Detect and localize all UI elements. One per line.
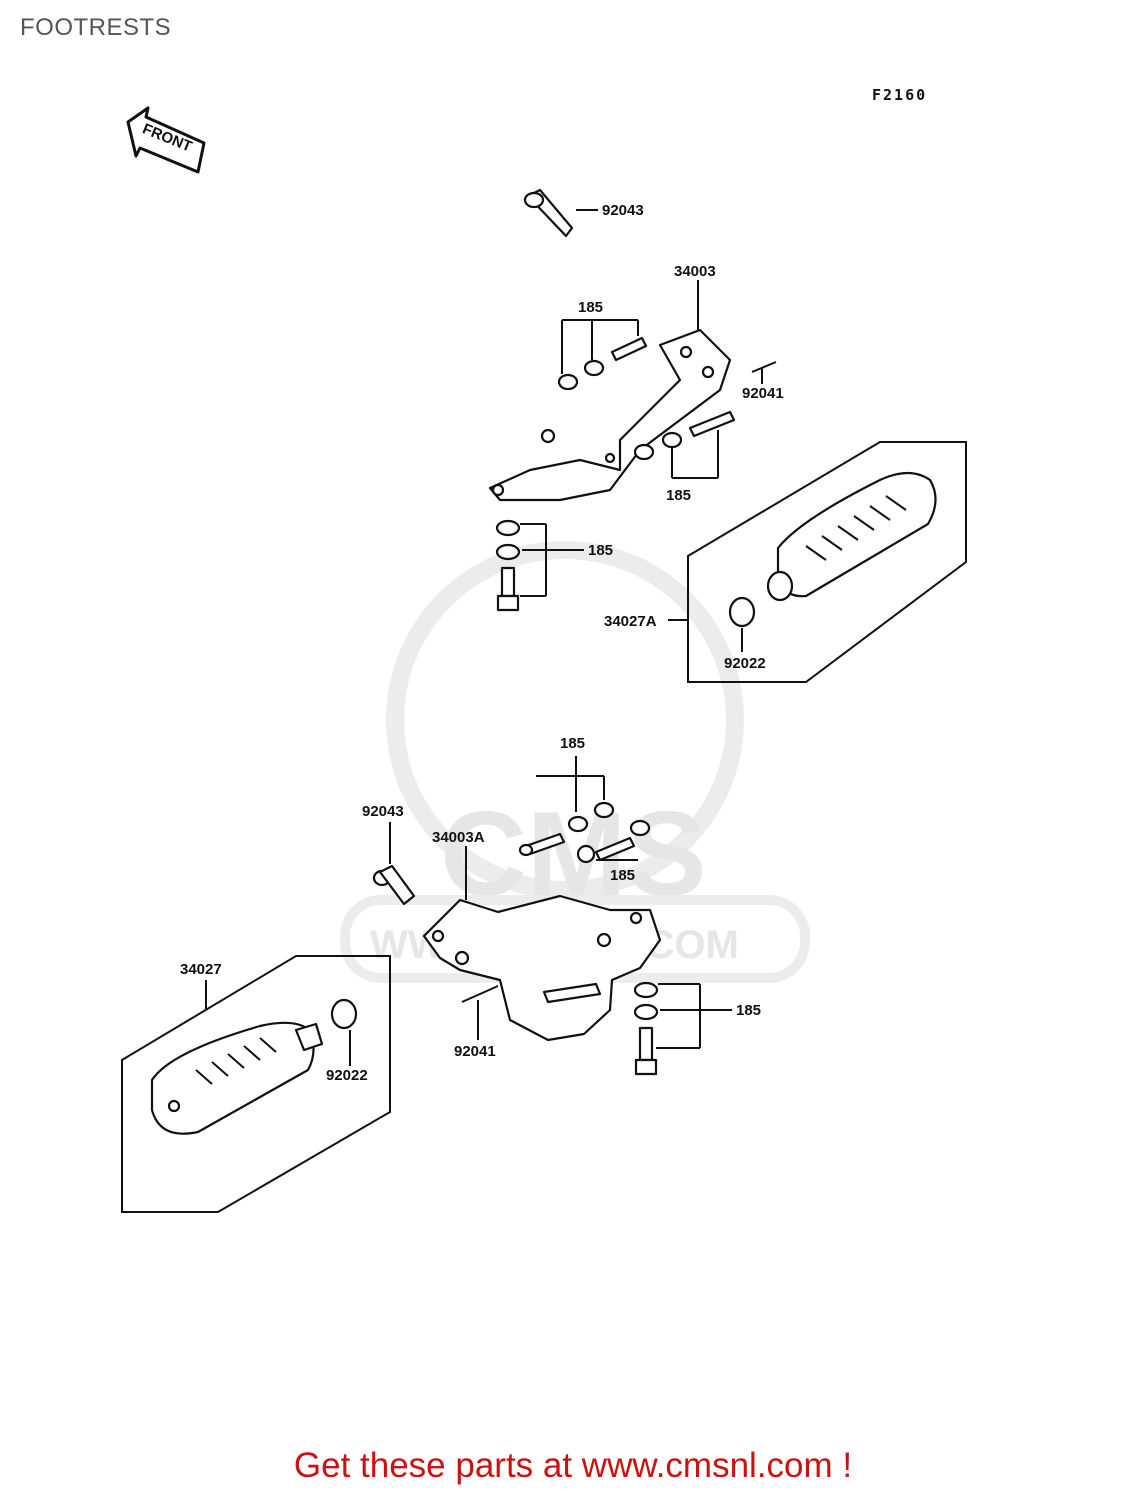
washer-group-lower-c — [633, 981, 732, 1076]
label-footrest-lower: 34027 — [180, 961, 222, 978]
front-arrow-icon: FRONT — [126, 106, 206, 174]
label-washer-plate-lower: 92022 — [326, 1067, 368, 1084]
label-washer-upper-a: 185 — [578, 299, 603, 316]
washer-group-lower-a — [518, 756, 651, 864]
washer-group-upper-b — [633, 410, 736, 479]
diagram-code: F2160 — [872, 86, 927, 104]
bracket-upper — [488, 280, 732, 502]
bracket-lower — [422, 846, 662, 1042]
washer-group-upper-a — [557, 319, 648, 391]
page-title: FOOTRESTS — [20, 14, 172, 41]
label-washer-lower-a: 185 — [560, 735, 585, 752]
cotter-pin-upper — [751, 361, 777, 384]
label-washer-upper-b: 185 — [666, 487, 691, 504]
cotter-pin-lower — [461, 985, 499, 1040]
label-washer-lower-c: 185 — [736, 1002, 761, 1019]
footrest-lower-box — [121, 955, 391, 1213]
cta-link[interactable]: Get these parts at www.cmsnl.com ! — [293, 1446, 853, 1485]
label-bolt-lower: 92043 — [362, 803, 404, 820]
label-bracket-lower: 34003A — [432, 829, 485, 846]
label-footrest-upper: 34027A — [604, 613, 657, 630]
bolt-upper — [523, 188, 598, 238]
label-cotter-upper: 92041 — [742, 385, 784, 402]
label-bracket-upper: 34003 — [674, 263, 716, 280]
label-bolt-upper: 92043 — [602, 202, 644, 219]
label-washer-plate-upper: 92022 — [724, 655, 766, 672]
label-washer-upper-c: 185 — [588, 542, 613, 559]
bolt-lower — [372, 822, 416, 906]
label-cotter-lower: 92041 — [454, 1043, 496, 1060]
footrest-upper-box — [668, 441, 967, 683]
label-washer-lower-b: 185 — [610, 867, 635, 884]
washer-group-upper-c — [495, 519, 584, 612]
